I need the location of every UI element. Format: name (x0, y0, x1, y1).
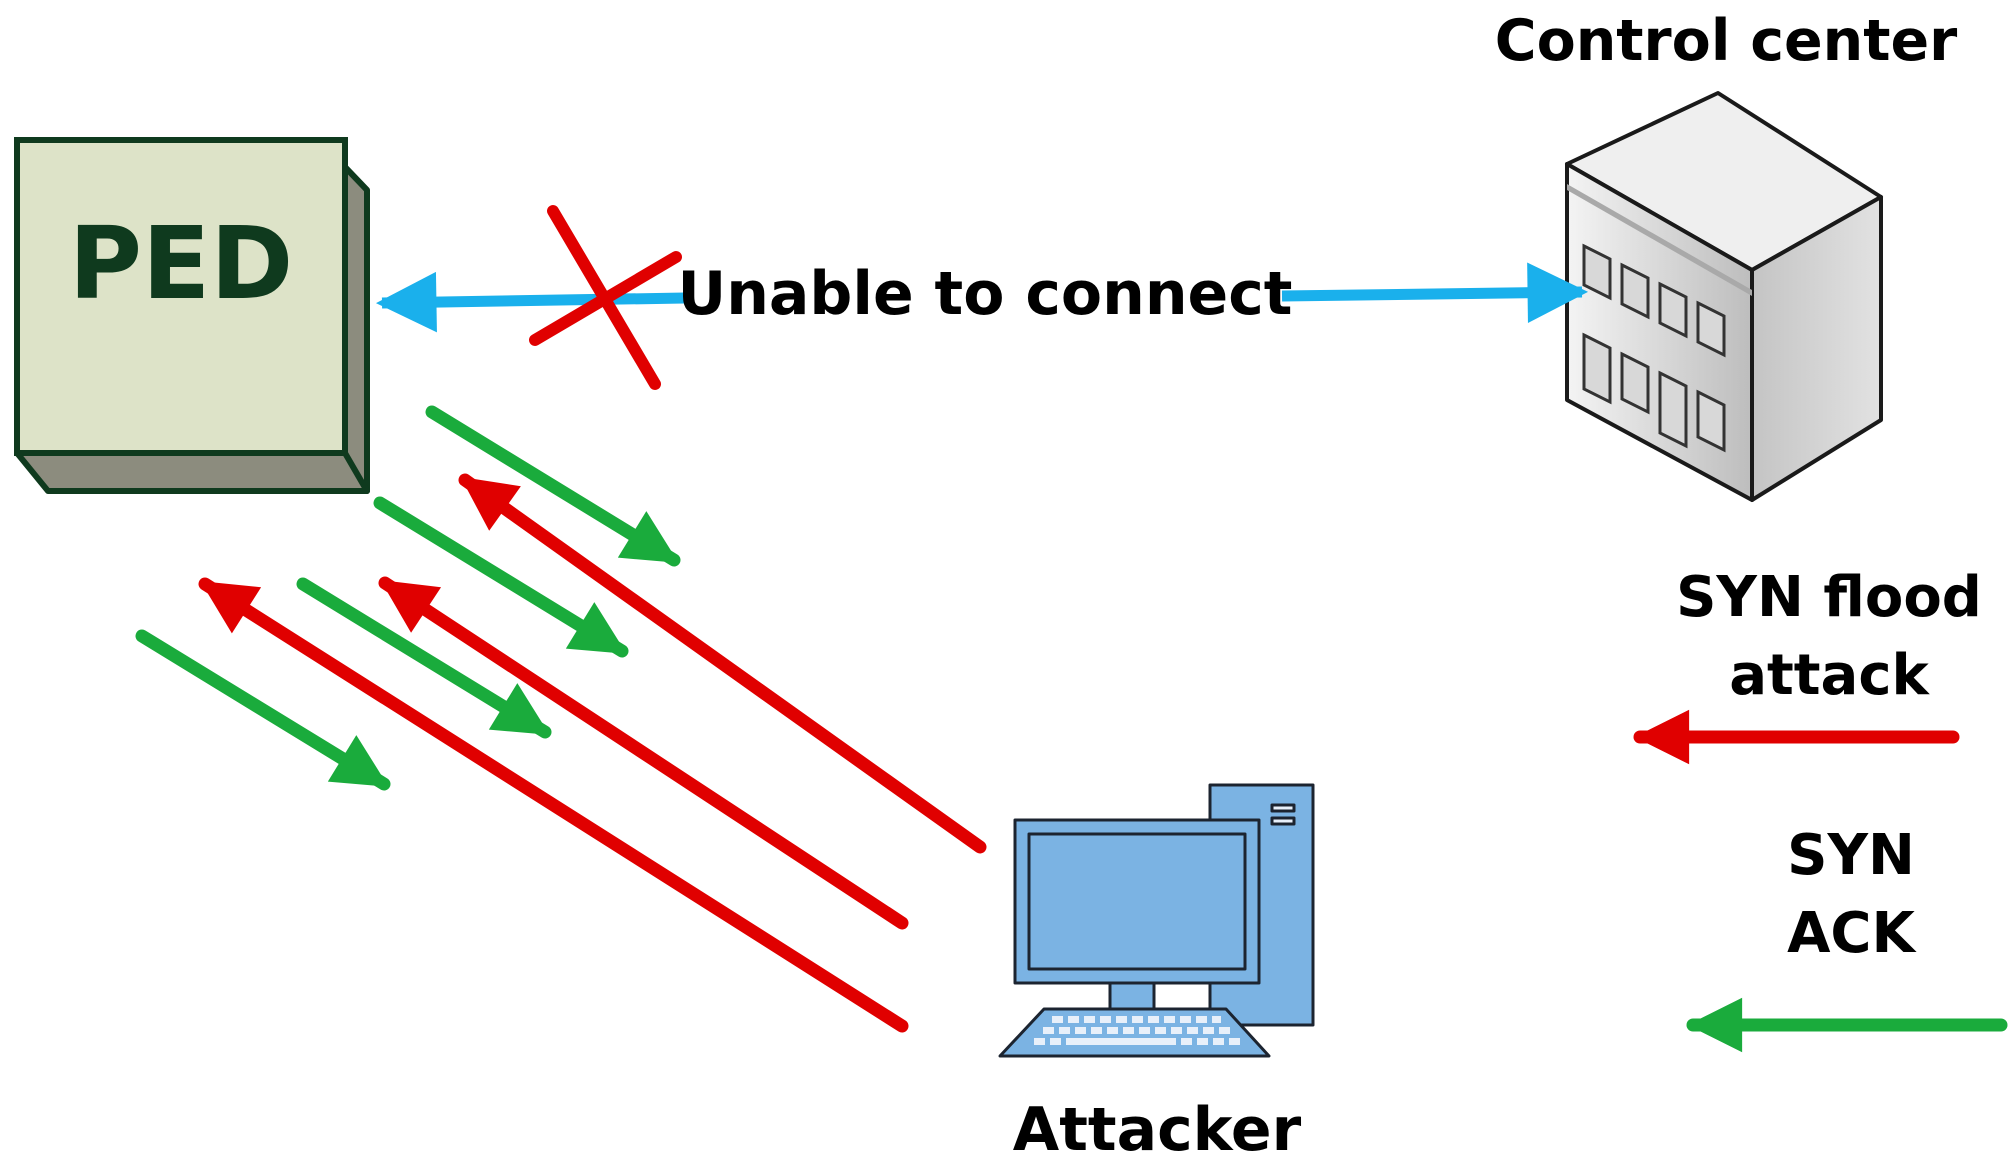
desktop-computer-icon (998, 783, 1315, 1058)
synack-arrows (135, 405, 681, 791)
attacker: Attacker (998, 783, 1315, 1164)
syn-flood-arrow-2 (378, 576, 909, 930)
synack-arrow-1 (425, 405, 681, 567)
monitor-stand (1108, 981, 1156, 1011)
building-icon (1565, 91, 1883, 502)
legend: SYN flood attack SYN ACK (1633, 565, 2008, 1053)
connection-arrow-to-control-center (1281, 262, 1589, 323)
keyboard-keys (1034, 1016, 1240, 1045)
legend-synack-line1: SYN (1787, 823, 1915, 888)
legend-syn-flood: SYN flood attack (1633, 565, 1982, 765)
legend-synack-line2: ACK (1787, 901, 1917, 966)
control-center: Control center (1495, 8, 1958, 502)
syn-flood-arrow-3 (198, 577, 909, 1033)
legend-synack: SYN ACK (1686, 823, 2008, 1053)
connection-arrows (375, 262, 1589, 333)
ped-box-icon (14, 137, 370, 494)
ped-label: PED (69, 205, 294, 322)
legend-syn-flood-line2: attack (1729, 643, 1930, 708)
red-cross-icon (529, 205, 682, 390)
syn-flood-arrows (198, 473, 987, 1033)
connection-arrow-to-ped (375, 271, 686, 333)
building-windows (1582, 243, 1726, 453)
synack-arrow-3 (296, 577, 552, 739)
ped-device: PED (14, 137, 370, 494)
synack-arrow-4 (135, 629, 391, 791)
control-center-label: Control center (1495, 8, 1958, 74)
unable-to-connect-label: Unable to connect (678, 259, 1293, 329)
synack-arrow-2 (373, 496, 629, 658)
legend-syn-flood-line1: SYN flood (1676, 565, 1982, 630)
attacker-label: Attacker (1013, 1095, 1302, 1164)
syn-flood-arrow-1 (458, 473, 987, 854)
screen (1027, 832, 1247, 971)
